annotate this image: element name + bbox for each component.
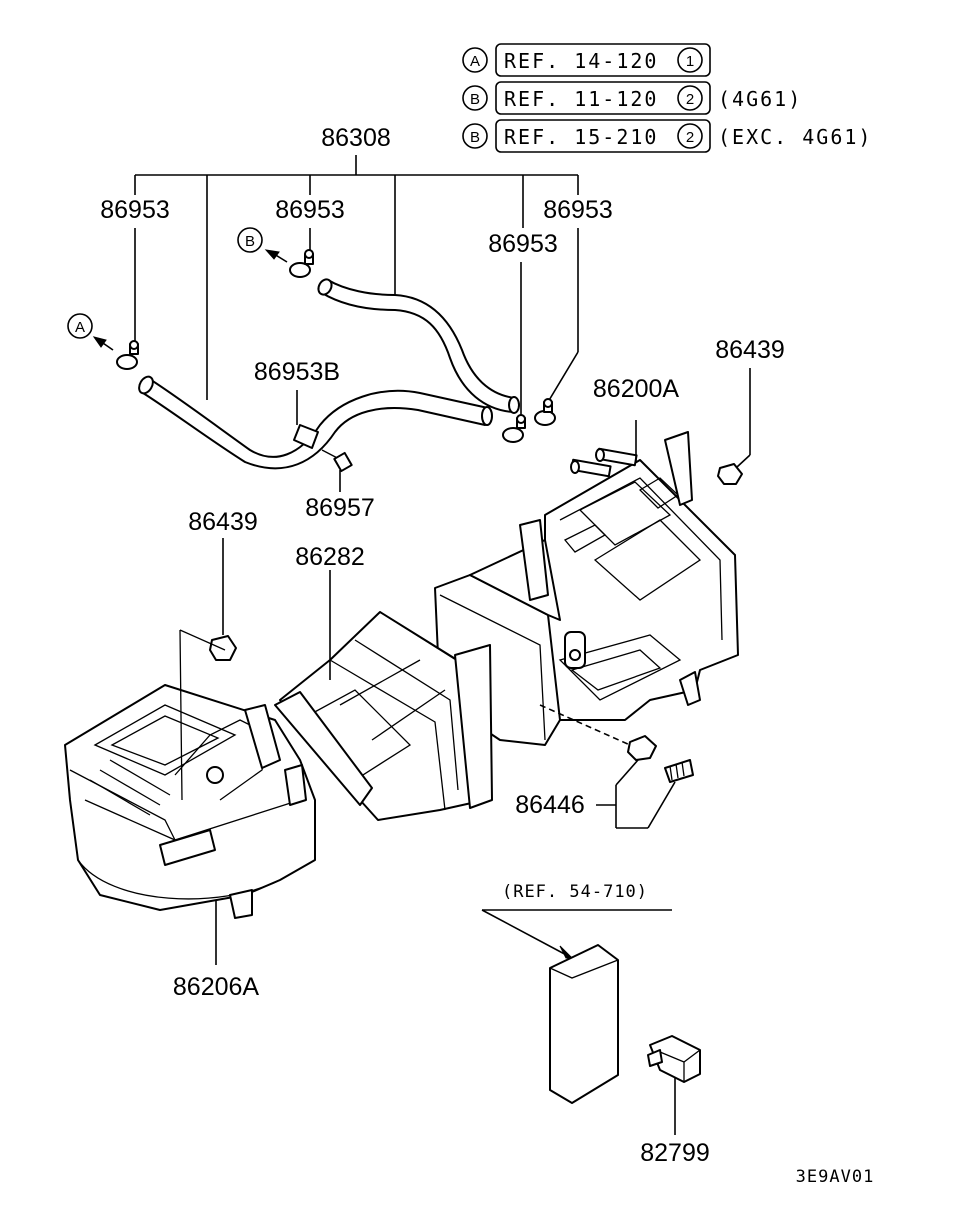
label-86957: 86957: [305, 494, 375, 522]
control-module-ref: [549, 944, 619, 1104]
screw-86957: [321, 449, 353, 473]
ref-2-circle: [462, 85, 488, 111]
ref-2-num: 2: [686, 91, 694, 108]
svg-text:A: A: [75, 319, 85, 336]
ref-3-circle: [462, 123, 488, 149]
label-86308: 86308: [321, 124, 391, 152]
label-86953-lower-right: 86953: [488, 230, 558, 258]
fastener-86446-nut: [627, 735, 657, 761]
hose-clamp-b: [289, 249, 314, 278]
reference-legend: A REF. 14-120 1 B REF. 11-120 2 (4G61) B…: [462, 43, 872, 153]
blower-86206A: [64, 629, 316, 919]
ref-2-text: REF. 11-120: [504, 87, 658, 111]
leader-86446: [596, 759, 676, 829]
label-82799: 82799: [640, 1139, 710, 1167]
label-86953-center: 86953: [275, 196, 345, 224]
ref-3-box: [495, 119, 711, 153]
duct-86282: [274, 611, 493, 821]
label-86953-left: 86953: [100, 196, 170, 224]
relay-82799: [647, 1035, 701, 1083]
hose-clamp-a: [116, 340, 139, 370]
clip-86439-left: [209, 635, 237, 661]
ref-1-letter: A: [470, 53, 480, 70]
ref-2-num-circle: [677, 85, 703, 111]
ref-2-letter: B: [470, 91, 480, 108]
label-86446: 86446: [515, 791, 585, 819]
label-86953-right: 86953: [543, 196, 613, 224]
label-86953B: 86953B: [254, 358, 340, 386]
label-86200A: 86200A: [593, 375, 680, 403]
marker-b: B: [237, 227, 288, 263]
ref-3-num-circle: [677, 123, 703, 149]
ref-54-710-note: (REF. 54-710): [502, 882, 648, 902]
hose-clamp-d: [534, 398, 556, 426]
ref-row-3: B REF. 15-210 2 (EXC. 4G61): [462, 119, 872, 153]
fastener-86446-screw: [664, 759, 694, 783]
ref-row-1: A REF. 14-120 1: [462, 43, 711, 77]
ref-1-text: REF. 14-120: [504, 49, 658, 73]
clip-86439-right: [717, 463, 743, 485]
ref-3-num: 2: [686, 129, 694, 146]
label-86206A: 86206A: [173, 973, 260, 1001]
ref-2-box: [495, 81, 711, 115]
hose-leader-lines: [134, 155, 579, 492]
heater-hose-upper: [317, 278, 520, 414]
ref-2-note: (4G61): [718, 87, 802, 111]
svg-text:B: B: [245, 233, 255, 250]
ref-1-circle: [462, 47, 488, 73]
ref-3-text: REF. 15-210: [504, 125, 658, 149]
label-86439-right: 86439: [715, 336, 785, 364]
label-86439-left: 86439: [188, 508, 258, 536]
ref-3-letter: B: [470, 129, 480, 146]
heater-hose-lower: [138, 375, 493, 470]
ref-row-2: B REF. 11-120 2 (4G61): [462, 81, 802, 115]
heater-unit-86200A: [434, 431, 739, 746]
ref-1-num: 1: [686, 53, 694, 70]
ref-1-num-circle: [677, 47, 703, 73]
hose-clamp-c: [502, 414, 526, 443]
diagram-code: 3E9AV01: [796, 1167, 875, 1187]
ref-1-box: [495, 43, 711, 77]
ref-3-note: (EXC. 4G61): [718, 125, 872, 149]
marker-a: A: [67, 313, 114, 351]
label-86282: 86282: [295, 543, 365, 571]
